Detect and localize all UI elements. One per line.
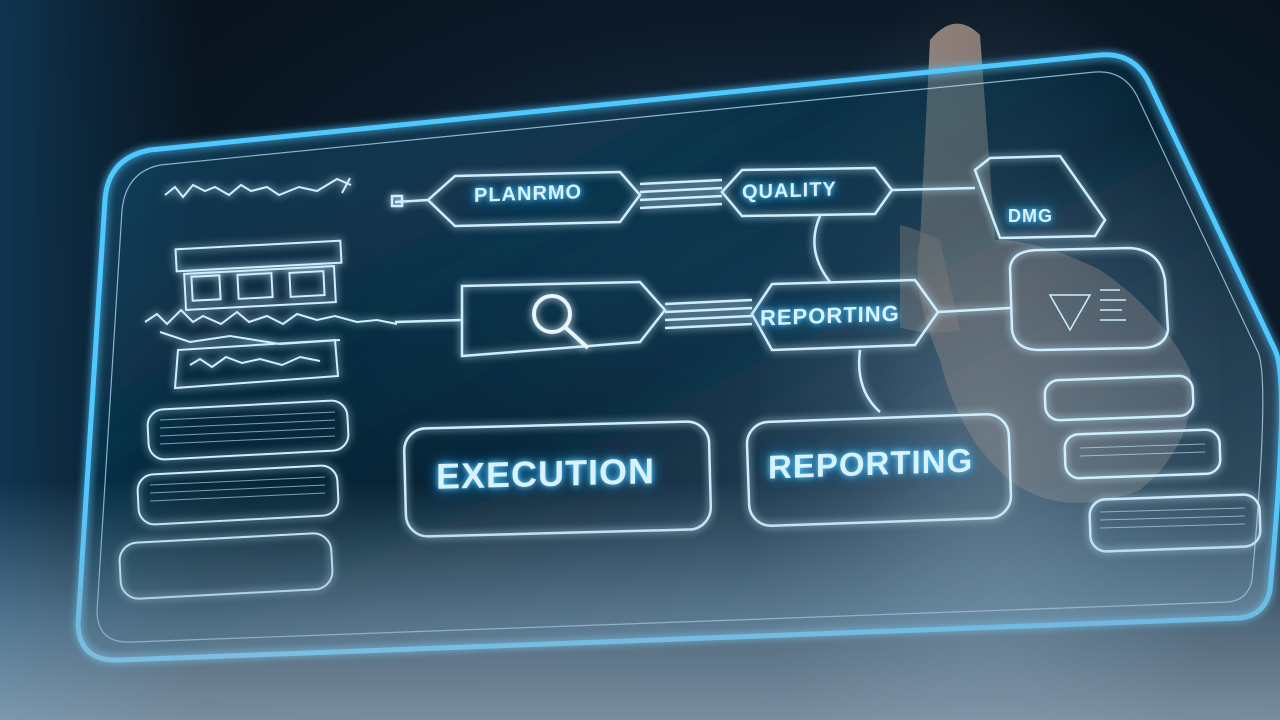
planning-label: PLANRMO [474, 181, 583, 207]
tag-node [973, 154, 1107, 240]
right-field-1 [1043, 374, 1195, 422]
execution-label: EXECUTION [436, 450, 656, 497]
right-field-2 [1063, 428, 1222, 480]
blurred-foreground [0, 480, 1280, 720]
quality-label: QUALITY [742, 178, 837, 204]
sketch-box [173, 338, 340, 390]
right-box-1 [1008, 246, 1170, 352]
wave-line [144, 308, 398, 326]
field-1 [146, 399, 350, 461]
reporting-small-label: REPORTING [760, 300, 900, 331]
tag-code-label: DMG [1008, 206, 1053, 226]
planning-node [426, 170, 642, 228]
magnifier-icon [532, 294, 590, 350]
reporting-large-label: REPORTING [768, 441, 974, 486]
scribble-header [164, 177, 352, 199]
search-node [460, 280, 667, 358]
small-box-1 [174, 239, 343, 273]
